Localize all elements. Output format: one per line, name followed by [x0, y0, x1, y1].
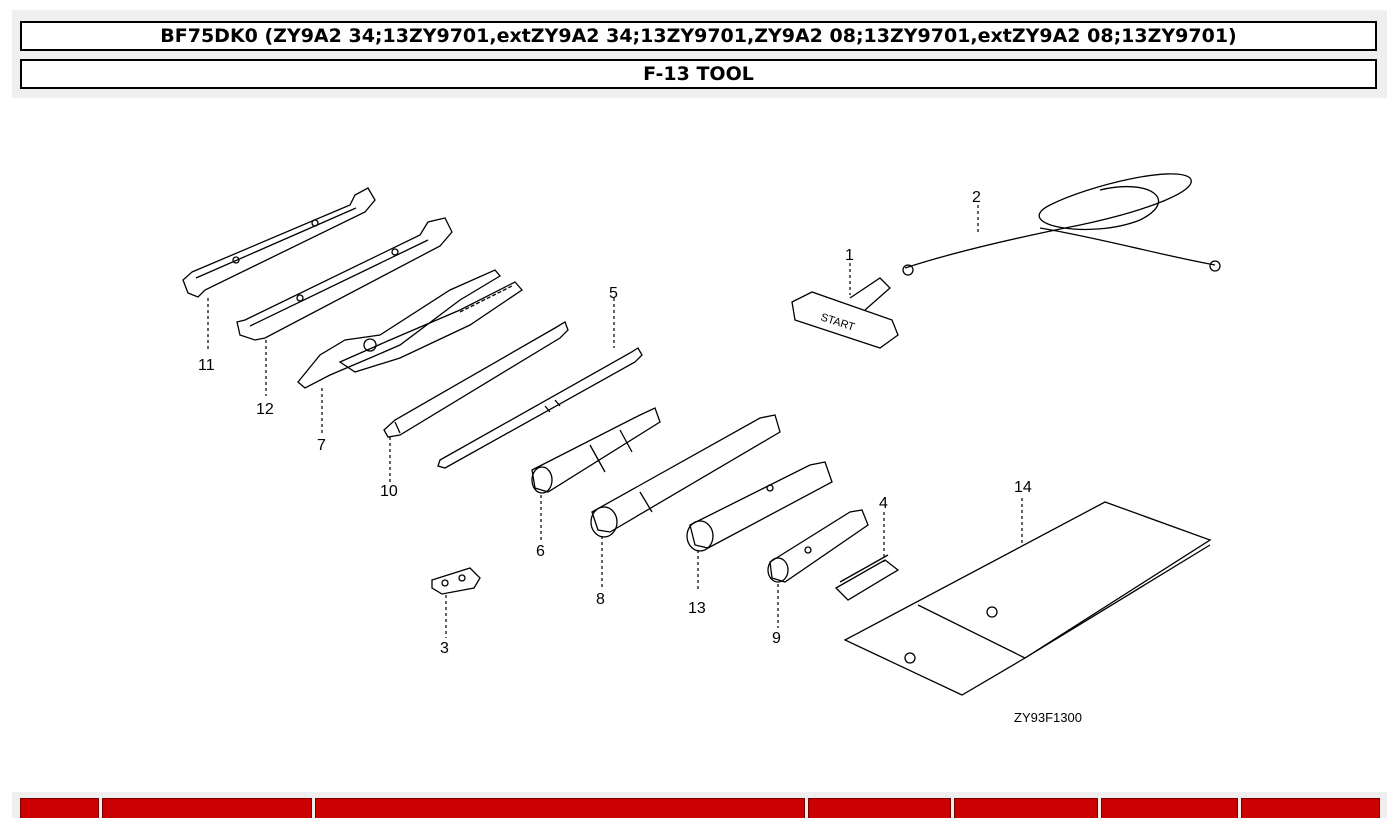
callout-6: 6 — [536, 543, 545, 560]
clip-3-drawing — [431, 567, 481, 595]
tool-bag-14-drawing — [843, 501, 1212, 696]
screwdriver-5-drawing — [437, 347, 643, 469]
model-title: BF75DK0 (ZY9A2 34;13ZY9701,extZY9A2 34;1… — [20, 21, 1377, 51]
callout-5: 5 — [609, 285, 618, 302]
image-code: ZY93F1300 — [1014, 710, 1082, 725]
wrench-12-drawing — [236, 217, 453, 341]
callout-14: 14 — [1014, 479, 1032, 496]
rope-2-drawing — [902, 173, 1221, 276]
table-header-cell-3 — [315, 798, 805, 818]
callout-4: 4 — [879, 495, 888, 512]
callout-labels: 1 2 3 4 5 6 7 8 9 10 11 12 13 14 ZY93F13… — [198, 189, 1082, 725]
callout-1: 1 — [845, 247, 854, 264]
plug-wrench-13-drawing — [686, 461, 833, 552]
callout-11: 11 — [198, 357, 215, 374]
callout-9: 9 — [772, 630, 781, 647]
callout-10: 10 — [380, 483, 398, 500]
header-panel: BF75DK0 (ZY9A2 34;13ZY9701,extZY9A2 34;1… — [12, 10, 1387, 98]
callout-2: 2 — [972, 189, 981, 206]
screwdriver-10-drawing — [383, 321, 569, 438]
section-title: F-13 TOOL — [20, 59, 1377, 89]
parts-table-header — [12, 792, 1387, 818]
table-header-cell-7 — [1241, 798, 1380, 818]
starter-handle-1-drawing: START — [791, 277, 899, 349]
table-header-cell-1 — [20, 798, 99, 818]
leader-lines — [207, 205, 1023, 638]
callout-13: 13 — [688, 600, 706, 617]
table-header-cell-5 — [954, 798, 1098, 818]
callout-8: 8 — [596, 591, 605, 608]
table-header-cell-2 — [102, 798, 312, 818]
parts-diagram: START 1 2 3 4 5 6 7 — [182, 173, 1221, 725]
socket-6-drawing — [531, 407, 661, 494]
table-header-cell-6 — [1101, 798, 1238, 818]
callout-7: 7 — [317, 437, 326, 454]
spanner-9-drawing — [767, 509, 869, 583]
callout-3: 3 — [440, 640, 449, 657]
callout-12: 12 — [256, 401, 274, 418]
socket-8-drawing — [590, 414, 781, 538]
pliers-7-drawing — [297, 269, 523, 389]
table-header-cell-4 — [808, 798, 951, 818]
clip-4-drawing — [834, 554, 900, 601]
wrench-11-drawing — [182, 187, 376, 298]
